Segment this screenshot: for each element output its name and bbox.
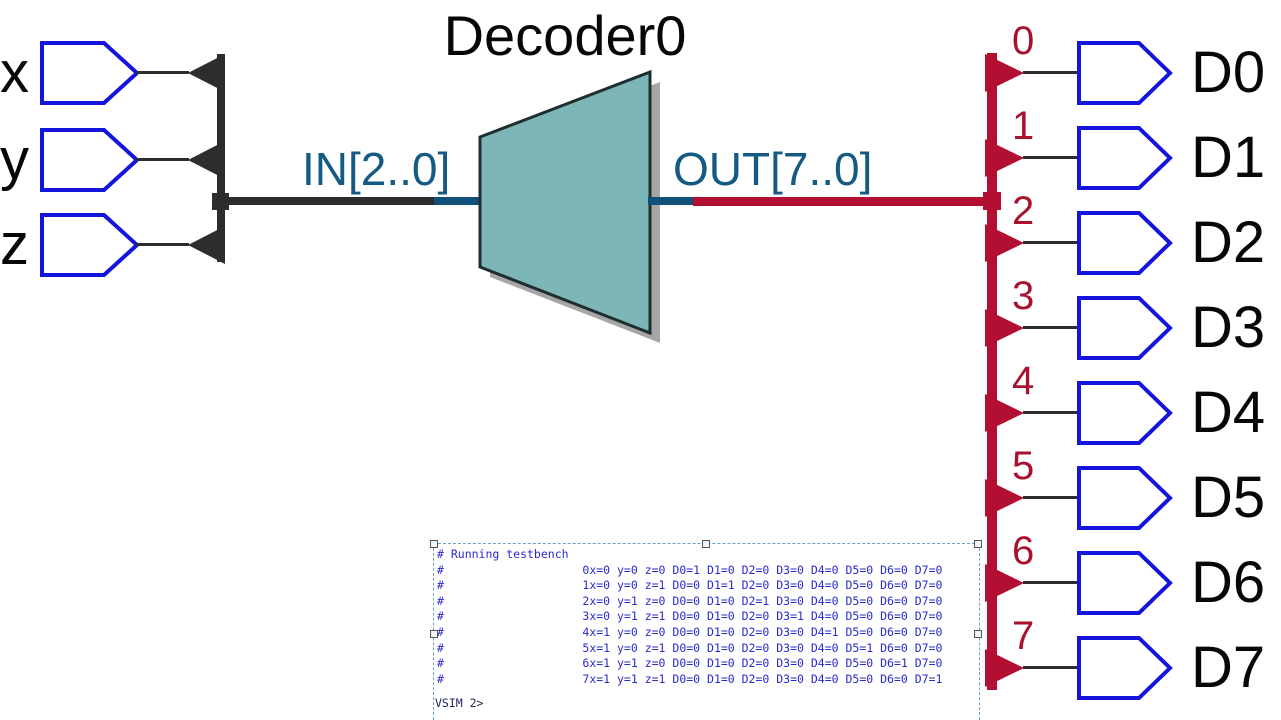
output-pin[interactable] <box>1077 636 1173 700</box>
bus-tap-triangle-icon[interactable] <box>985 394 1024 432</box>
output-row: 0 D0 <box>985 19 1281 125</box>
decoder-body[interactable] <box>478 69 652 336</box>
decoder-title: Decoder0 <box>443 4 687 67</box>
output-row: 6 D6 <box>985 529 1281 635</box>
input-pin[interactable] <box>40 213 140 277</box>
console-annotation[interactable]: # Running testbench # 0x=0 y=0 z=0 D0=1 … <box>430 540 982 720</box>
output-pin-label: D1 <box>1191 125 1266 190</box>
output-pin-label: D0 <box>1191 40 1266 105</box>
output-pin-label: D5 <box>1191 465 1266 530</box>
bus-tap-index: 2 <box>1012 189 1035 233</box>
output-row: 7 D7 <box>985 614 1281 720</box>
input-wire[interactable] <box>136 243 189 246</box>
output-pin[interactable] <box>1077 466 1173 530</box>
input-row-y: y <box>0 108 240 212</box>
bus-tap-index: 0 <box>1012 19 1035 63</box>
output-pin-label: D4 <box>1191 380 1266 445</box>
input-pin[interactable] <box>40 128 140 192</box>
input-pin-label: y <box>0 127 29 192</box>
bus-tap-triangle-icon[interactable] <box>985 309 1024 347</box>
output-row: 5 D5 <box>985 444 1281 550</box>
input-wire[interactable] <box>136 71 189 74</box>
bus-tap-index: 6 <box>1012 529 1035 573</box>
input-wire[interactable] <box>136 158 189 161</box>
input-pin-label: z <box>0 212 29 277</box>
output-wire[interactable] <box>1023 241 1077 244</box>
console-log: # Running testbench # 0x=0 y=0 z=0 D0=1 … <box>437 547 943 686</box>
output-row: 1 D1 <box>985 104 1281 210</box>
bus-tap-index: 4 <box>1012 359 1035 403</box>
input-pin[interactable] <box>40 41 140 105</box>
output-wire[interactable] <box>1023 156 1077 159</box>
output-pin[interactable] <box>1077 381 1173 445</box>
output-pin[interactable] <box>1077 211 1173 275</box>
bus-tap-triangle-icon[interactable] <box>985 564 1024 602</box>
selection-handle[interactable] <box>974 540 982 548</box>
selection-handle[interactable] <box>974 630 982 638</box>
console-prompt: VSIM 2> <box>435 696 484 710</box>
output-wire[interactable] <box>1023 411 1077 414</box>
bus-tap-triangle-icon[interactable] <box>985 54 1024 92</box>
output-wire[interactable] <box>1023 326 1077 329</box>
output-wire[interactable] <box>1023 71 1077 74</box>
output-wire[interactable] <box>1023 496 1077 499</box>
decoder-symbol[interactable] <box>470 60 674 355</box>
selection-handle[interactable] <box>430 630 438 638</box>
input-bus-horizontal[interactable] <box>220 197 434 205</box>
output-pin-label: D7 <box>1191 635 1266 700</box>
bus-tap-index: 1 <box>1012 104 1035 148</box>
bus-tap-triangle-icon[interactable] <box>985 224 1024 262</box>
output-wire[interactable] <box>1023 666 1077 669</box>
decoder-output-port-wire[interactable] <box>648 197 693 205</box>
bus-tap-triangle-icon[interactable] <box>985 479 1024 517</box>
decoder-input-port-wire[interactable] <box>434 197 482 205</box>
output-pin[interactable] <box>1077 551 1173 615</box>
bus-tap-index: 3 <box>1012 274 1035 318</box>
output-row: 4 D4 <box>985 359 1281 465</box>
output-row: 2 D2 <box>985 189 1281 295</box>
bus-tap-index: 7 <box>1012 614 1035 658</box>
output-wire[interactable] <box>1023 581 1077 584</box>
selection-handle[interactable] <box>702 540 710 548</box>
bus-tap-triangle-icon[interactable] <box>985 649 1024 687</box>
bus-tap-triangle-icon[interactable] <box>985 139 1024 177</box>
output-row: 3 D3 <box>985 274 1281 380</box>
output-pin[interactable] <box>1077 126 1173 190</box>
output-bus-vertical[interactable] <box>987 53 997 690</box>
output-pin-label: D2 <box>1191 210 1266 275</box>
output-bus-label: OUT[7..0] <box>673 143 873 195</box>
selection-handle[interactable] <box>430 540 438 548</box>
output-pin-label: D6 <box>1191 550 1266 615</box>
output-pin[interactable] <box>1077 41 1173 105</box>
output-pin[interactable] <box>1077 296 1173 360</box>
input-bus-label: IN[2..0] <box>302 143 451 195</box>
input-pin-label: x <box>0 40 29 105</box>
output-bus-horizontal[interactable] <box>693 197 987 206</box>
input-row-z: z <box>0 193 240 297</box>
bus-tap-index: 5 <box>1012 444 1035 488</box>
input-bus-vertical[interactable] <box>217 54 225 262</box>
output-pin-label: D3 <box>1191 295 1266 360</box>
